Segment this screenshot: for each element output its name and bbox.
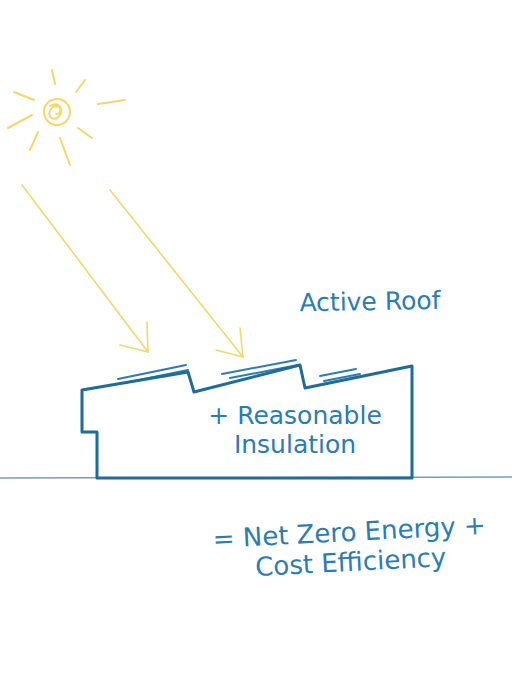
arrow-head [216, 328, 243, 357]
sun-ray [52, 70, 55, 84]
annotation-label: = Net Zero Energy + Cost Efficiency [187, 510, 512, 587]
sun-rays-arrows [22, 185, 243, 357]
sun-ray [76, 80, 85, 92]
sunlight-arrow [110, 190, 243, 357]
annotation-label: Active Roof [270, 286, 470, 318]
sun-ray [78, 128, 92, 138]
sun-ray [14, 92, 34, 100]
node-text: + Reasonable Insulation [180, 402, 410, 460]
sun-disc [44, 99, 70, 125]
sun-ray [98, 100, 125, 104]
sun [8, 70, 125, 165]
building-outline: + Reasonable Insulation [80, 358, 414, 480]
arrow-head [120, 322, 148, 352]
sun-scribble [49, 104, 61, 118]
sun-ray [60, 138, 70, 165]
building-outline-path [82, 365, 412, 478]
sunlight-arrow [22, 185, 148, 352]
sun-ray [30, 132, 38, 150]
sun-ray [8, 115, 32, 128]
